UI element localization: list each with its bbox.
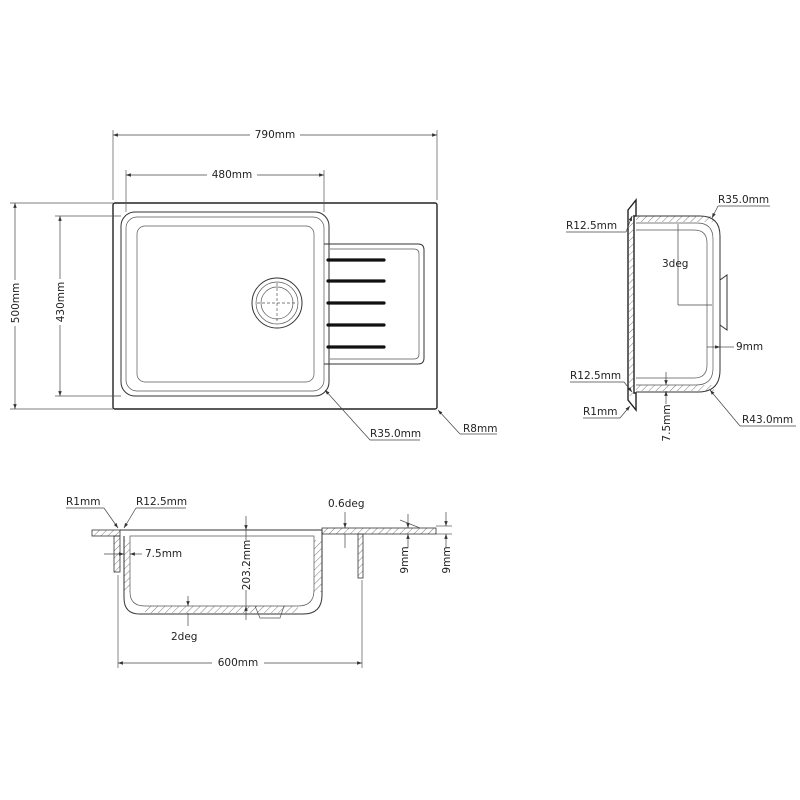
plate-outline: [112, 202, 438, 410]
dim-790: 790mm: [255, 129, 296, 141]
bowl-inner: [125, 216, 325, 392]
drain: [251, 277, 303, 329]
side-view: 3deg 9mm R12.5mm R35.0mm R12.5mm R1mm 7.…: [566, 194, 796, 442]
dim-500: 500mm: [10, 283, 22, 324]
dim-r35-side: R35.0mm: [718, 194, 769, 206]
dim-06deg: 0.6deg: [328, 498, 365, 510]
dim-9mm-side: 9mm: [736, 341, 763, 353]
dim-r125-section: R12.5mm: [136, 496, 187, 508]
dim-430: 430mm: [55, 282, 67, 323]
drainer-slots: [326, 258, 386, 349]
dim-r8: R8mm: [463, 423, 497, 435]
section-view: R1mm R12.5mm 0.6deg 7.5mm 203.2mm 9mm 9m…: [66, 496, 453, 669]
bowl-floor: [136, 225, 315, 383]
dim-r125-side-bottom: R12.5mm: [570, 370, 621, 382]
dim-9mm-b: 9mm: [441, 546, 453, 573]
dim-75-side: 7.5mm: [661, 404, 673, 441]
dim-r1-section: R1mm: [66, 496, 100, 508]
dim-600: 600mm: [218, 657, 259, 669]
dim-r35-top: R35.0mm: [370, 428, 421, 440]
dim-r125-side-top: R12.5mm: [566, 220, 617, 232]
dim-r1-side: R1mm: [583, 406, 617, 418]
dim-2032: 203.2mm: [241, 540, 253, 591]
dim-75-section: 7.5mm: [145, 548, 182, 560]
dim-9mm-a: 9mm: [399, 546, 411, 573]
dim-2deg: 2deg: [171, 631, 197, 643]
dim-3deg: 3deg: [662, 258, 688, 270]
top-view: 790mm 480mm 500mm 430mm R35.0mm R8mm: [8, 128, 497, 441]
dim-r43: R43.0mm: [742, 414, 793, 426]
drainer-outline: [324, 243, 425, 365]
dim-480: 480mm: [212, 169, 253, 181]
